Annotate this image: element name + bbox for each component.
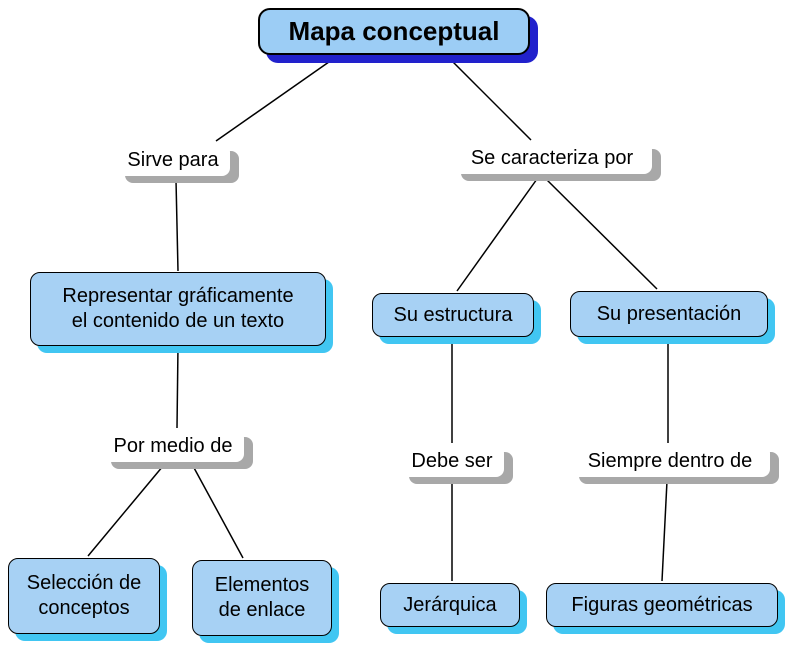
node-jerarquica: Jerárquica [380, 583, 520, 627]
connector-line [87, 465, 164, 557]
node-representar-graficamente: Representar gráficamente el contenido de… [30, 272, 326, 346]
node-su-presentacion: Su presentación [570, 291, 768, 337]
node-seleccion-de-conceptos: Selección de conceptos [8, 558, 160, 634]
connector-line [215, 56, 337, 142]
connector-line [175, 179, 179, 272]
connector-line [456, 178, 538, 292]
label-sirve-para: Sirve para [116, 144, 230, 176]
node-mapa-conceptual: Mapa conceptual [258, 8, 530, 55]
connector-line [192, 465, 244, 559]
label-debe-ser: Debe ser [400, 445, 504, 477]
connector-line [661, 480, 668, 582]
connector-line [545, 178, 658, 290]
node-elementos-de-enlace: Elementos de enlace [192, 560, 332, 636]
connector-line [447, 56, 532, 141]
label-siempre-dentro-de: Siempre dentro de [570, 445, 770, 477]
connector-line [176, 345, 179, 429]
label-por-medio-de: Por medio de [102, 430, 244, 462]
node-figuras-geometricas: Figuras geométricas [546, 583, 778, 627]
label-se-caracteriza-por: Se caracteriza por [452, 142, 652, 174]
node-su-estructura: Su estructura [372, 293, 534, 337]
